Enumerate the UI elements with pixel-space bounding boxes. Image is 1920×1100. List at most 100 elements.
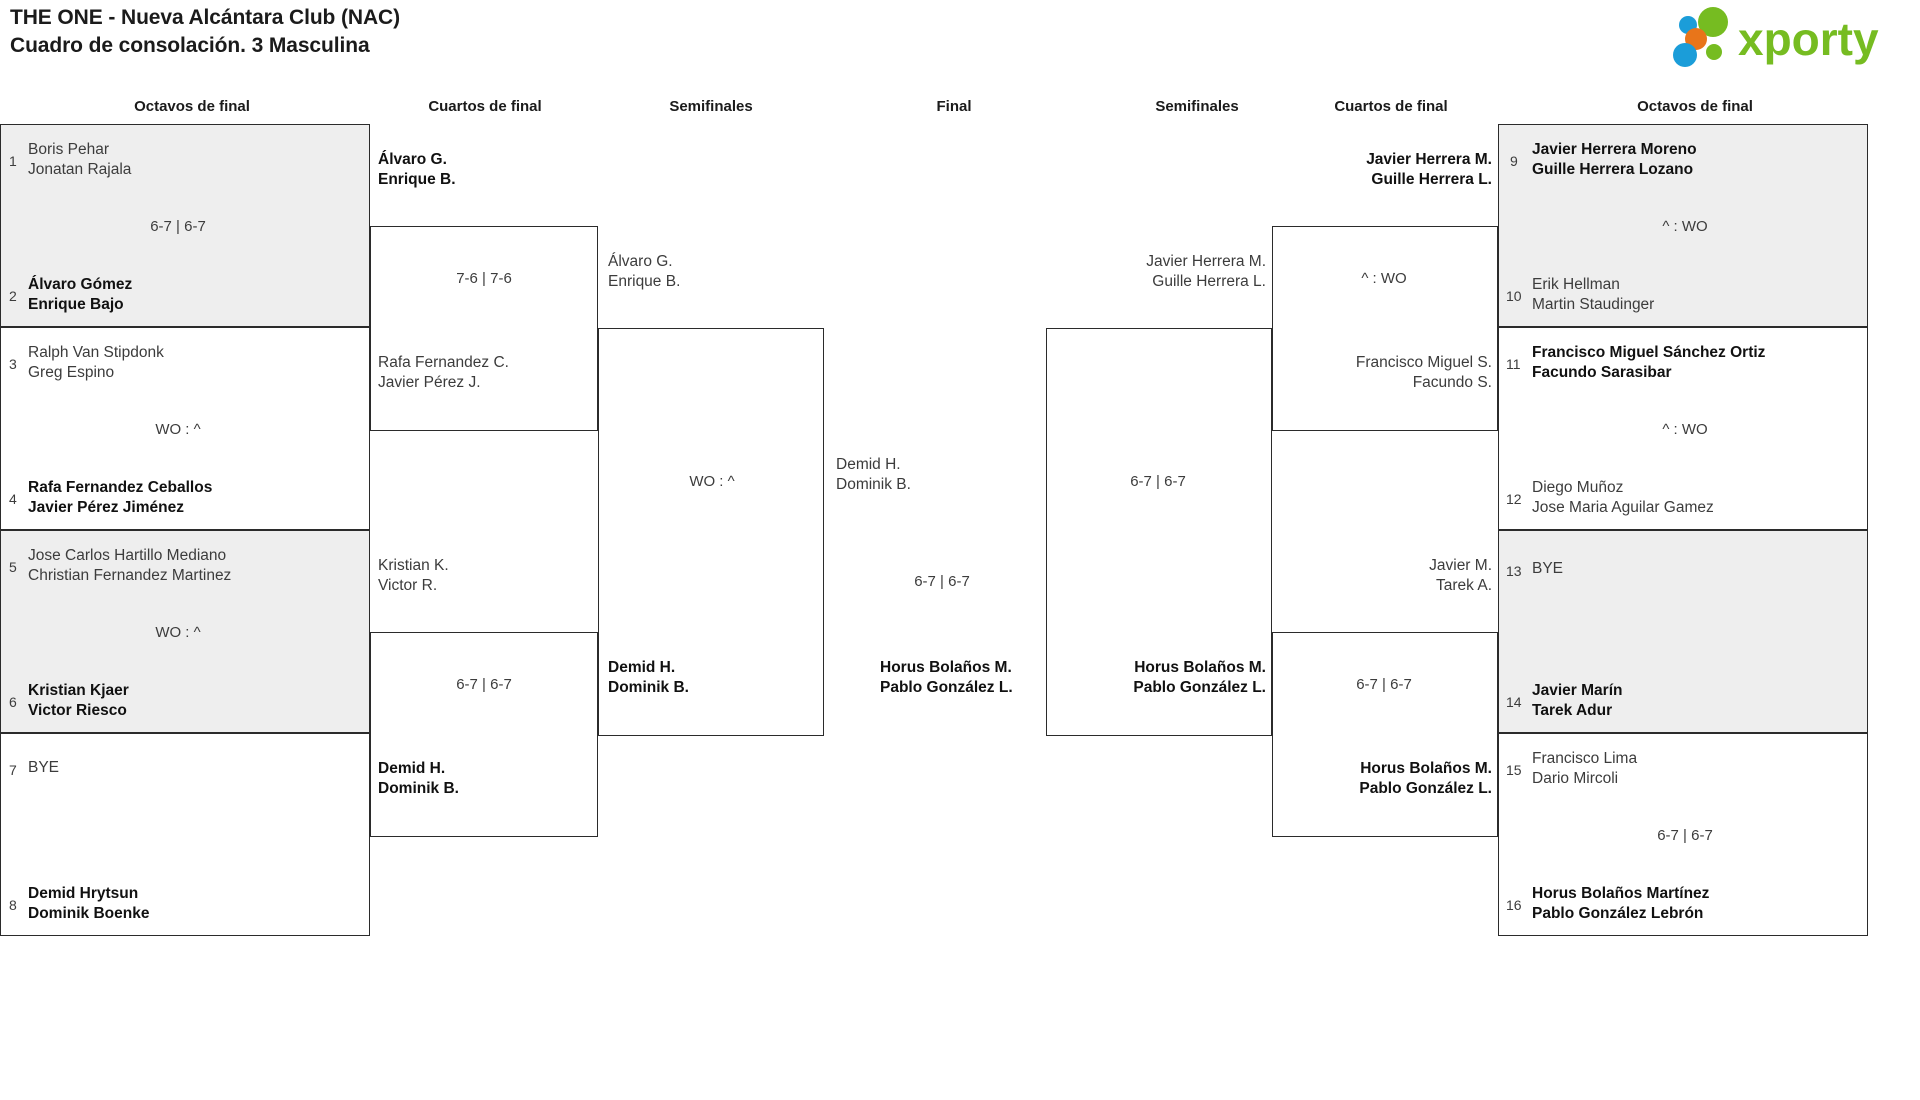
competitor-6[interactable]: Kristian Kjaer Victor Riesco bbox=[28, 681, 129, 721]
competitor-12[interactable]: Diego Muñoz Jose Maria Aguilar Gamez bbox=[1532, 478, 1714, 518]
competitor-3-line1: Ralph Van Stipdonk bbox=[28, 344, 164, 361]
qf-left-2-box[interactable] bbox=[370, 632, 598, 837]
seed-number-16: 16 bbox=[1506, 897, 1522, 913]
xporty-logo: xporty bbox=[1666, 7, 1906, 67]
competitor-10[interactable]: Erik Hellman Martin Staudinger bbox=[1532, 275, 1654, 315]
seed-number-8: 8 bbox=[9, 897, 17, 913]
qf-right-1-box[interactable] bbox=[1272, 226, 1498, 431]
qf-right-2-bottom[interactable]: Horus Bolaños M. Pablo González L. bbox=[1266, 759, 1492, 799]
qf-left-1-bottom-line1: Rafa Fernandez C. bbox=[378, 354, 509, 371]
match-block-l1[interactable] bbox=[0, 124, 370, 327]
competitor-14[interactable]: Javier Marín Tarek Adur bbox=[1532, 681, 1622, 721]
competitor-7[interactable]: BYE bbox=[28, 758, 59, 778]
qf-left-2-bottom[interactable]: Demid H. Dominik B. bbox=[378, 759, 459, 799]
score-l3: WO : ^ bbox=[155, 624, 201, 641]
round-header-octavos-right: Octavos de final bbox=[1637, 98, 1753, 115]
seed-number-9: 9 bbox=[1510, 153, 1518, 169]
score-qf-left-2: 6-7 | 6-7 bbox=[456, 676, 512, 693]
sf-right-bottom[interactable]: Horus Bolaños M. Pablo González L. bbox=[1040, 658, 1266, 698]
score-r4: 6-7 | 6-7 bbox=[1657, 827, 1713, 844]
match-block-l4[interactable] bbox=[0, 733, 370, 936]
competitor-10-line1: Erik Hellman bbox=[1532, 276, 1620, 293]
seed-number-4: 4 bbox=[9, 491, 17, 507]
match-block-r3[interactable] bbox=[1498, 530, 1868, 733]
competitor-16-line1: Horus Bolaños Martínez bbox=[1532, 885, 1710, 902]
seed-number-5: 5 bbox=[9, 559, 17, 575]
match-block-l2[interactable] bbox=[0, 327, 370, 530]
score-qf-right-1: ^ : WO bbox=[1361, 270, 1407, 287]
final-bottom-line2: Pablo González L. bbox=[880, 678, 1013, 696]
qf-right-1-bottom-line1: Francisco Miguel S. bbox=[1355, 354, 1492, 371]
competitor-9-line2: Guille Herrera Lozano bbox=[1532, 160, 1694, 178]
sf-right-top-line1: Javier Herrera M. bbox=[1146, 253, 1266, 270]
round-header-final: Final bbox=[936, 98, 972, 115]
competitor-4-line2: Javier Pérez Jiménez bbox=[28, 498, 184, 516]
seed-number-14: 14 bbox=[1506, 694, 1522, 710]
seed-number-10: 10 bbox=[1506, 288, 1522, 304]
score-r1: ^ : WO bbox=[1662, 218, 1708, 235]
competitor-6-line1: Kristian Kjaer bbox=[28, 682, 129, 699]
final-top[interactable]: Demid H. Dominik B. bbox=[836, 455, 911, 495]
qf-left-1-top[interactable]: Álvaro G. Enrique B. bbox=[378, 150, 456, 190]
competitor-9[interactable]: Javier Herrera Moreno Guille Herrera Loz… bbox=[1532, 140, 1697, 180]
sf-left-box[interactable] bbox=[598, 328, 824, 736]
final-top-line2: Dominik B. bbox=[836, 475, 911, 493]
sf-left-bottom-line1: Demid H. bbox=[608, 659, 676, 676]
sf-left-top[interactable]: Álvaro G. Enrique B. bbox=[608, 252, 680, 292]
round-header-cuartos-right: Cuartos de final bbox=[1334, 98, 1448, 115]
match-block-r1[interactable] bbox=[1498, 124, 1868, 327]
competitor-13[interactable]: BYE bbox=[1532, 559, 1563, 579]
sf-right-box[interactable] bbox=[1046, 328, 1272, 736]
competitor-5[interactable]: Jose Carlos Hartillo Mediano Christian F… bbox=[28, 546, 231, 586]
qf-right-1-bottom[interactable]: Francisco Miguel S. Facundo S. bbox=[1266, 353, 1492, 393]
seed-number-3: 3 bbox=[9, 356, 17, 372]
sf-left-bottom-line2: Dominik B. bbox=[608, 678, 689, 696]
qf-left-1-bottom[interactable]: Rafa Fernandez C. Javier Pérez J. bbox=[378, 353, 509, 393]
competitor-7-line1: BYE bbox=[28, 759, 60, 776]
competitor-1-line2: Jonatan Rajala bbox=[28, 160, 132, 178]
sf-left-top-line1: Álvaro G. bbox=[608, 253, 673, 270]
competitor-15-line1: Francisco Lima bbox=[1532, 750, 1638, 767]
competitor-4[interactable]: Rafa Fernandez Ceballos Javier Pérez Jim… bbox=[28, 478, 212, 518]
qf-right-1-top[interactable]: Javier Herrera M. Guille Herrera L. bbox=[1266, 150, 1492, 190]
qf-left-2-top[interactable]: Kristian K. Victor R. bbox=[378, 556, 449, 596]
sf-left-bottom[interactable]: Demid H. Dominik B. bbox=[608, 658, 689, 698]
seed-number-7: 7 bbox=[9, 762, 17, 778]
competitor-2[interactable]: Álvaro Gómez Enrique Bajo bbox=[28, 275, 132, 315]
qf-left-1-top-line2: Enrique B. bbox=[378, 170, 456, 188]
qf-left-1-top-line1: Álvaro G. bbox=[378, 151, 447, 168]
qf-left-1-box[interactable] bbox=[370, 226, 598, 431]
title-line-2: Cuadro de consolación. 3 Masculina bbox=[10, 34, 370, 58]
qf-right-2-top-line2: Tarek A. bbox=[1436, 576, 1492, 594]
competitor-16[interactable]: Horus Bolaños Martínez Pablo González Le… bbox=[1532, 884, 1709, 924]
score-sf-left: WO : ^ bbox=[689, 473, 735, 490]
competitor-11[interactable]: Francisco Miguel Sánchez Ortiz Facundo S… bbox=[1532, 343, 1765, 383]
competitor-15[interactable]: Francisco Lima Dario Mircoli bbox=[1532, 749, 1637, 789]
qf-right-2-top[interactable]: Javier M. Tarek A. bbox=[1266, 556, 1492, 596]
seed-number-2: 2 bbox=[9, 288, 17, 304]
round-header-semifinales-right: Semifinales bbox=[1155, 98, 1239, 115]
competitor-14-line1: Javier Marín bbox=[1532, 682, 1623, 699]
sf-right-top[interactable]: Javier Herrera M. Guille Herrera L. bbox=[1040, 252, 1266, 292]
seed-number-12: 12 bbox=[1506, 491, 1522, 507]
qf-left-2-bottom-line2: Dominik B. bbox=[378, 779, 459, 797]
qf-right-1-bottom-line2: Facundo S. bbox=[1412, 373, 1492, 391]
competitor-8-line2: Dominik Boenke bbox=[28, 904, 150, 922]
competitor-5-line2: Christian Fernandez Martinez bbox=[28, 566, 232, 584]
competitor-8[interactable]: Demid Hrytsun Dominik Boenke bbox=[28, 884, 149, 924]
qf-right-2-bottom-line2: Pablo González L. bbox=[1359, 779, 1492, 797]
match-block-r2[interactable] bbox=[1498, 327, 1868, 530]
seed-number-13: 13 bbox=[1506, 563, 1522, 579]
logo-dot-green-big bbox=[1698, 7, 1728, 37]
seed-number-15: 15 bbox=[1506, 762, 1522, 778]
match-block-l3[interactable] bbox=[0, 530, 370, 733]
final-bottom[interactable]: Horus Bolaños M. Pablo González L. bbox=[880, 658, 1013, 698]
competitor-1[interactable]: Boris Pehar Jonatan Rajala bbox=[28, 140, 131, 180]
competitor-3[interactable]: Ralph Van Stipdonk Greg Espino bbox=[28, 343, 164, 383]
logo-dot-green-small bbox=[1706, 44, 1722, 60]
score-qf-right-2: 6-7 | 6-7 bbox=[1356, 676, 1412, 693]
qf-right-1-top-line2: Guille Herrera L. bbox=[1371, 170, 1492, 188]
match-block-r4[interactable] bbox=[1498, 733, 1868, 936]
qf-right-2-box[interactable] bbox=[1272, 632, 1498, 837]
round-header-octavos-left: Octavos de final bbox=[134, 98, 250, 115]
